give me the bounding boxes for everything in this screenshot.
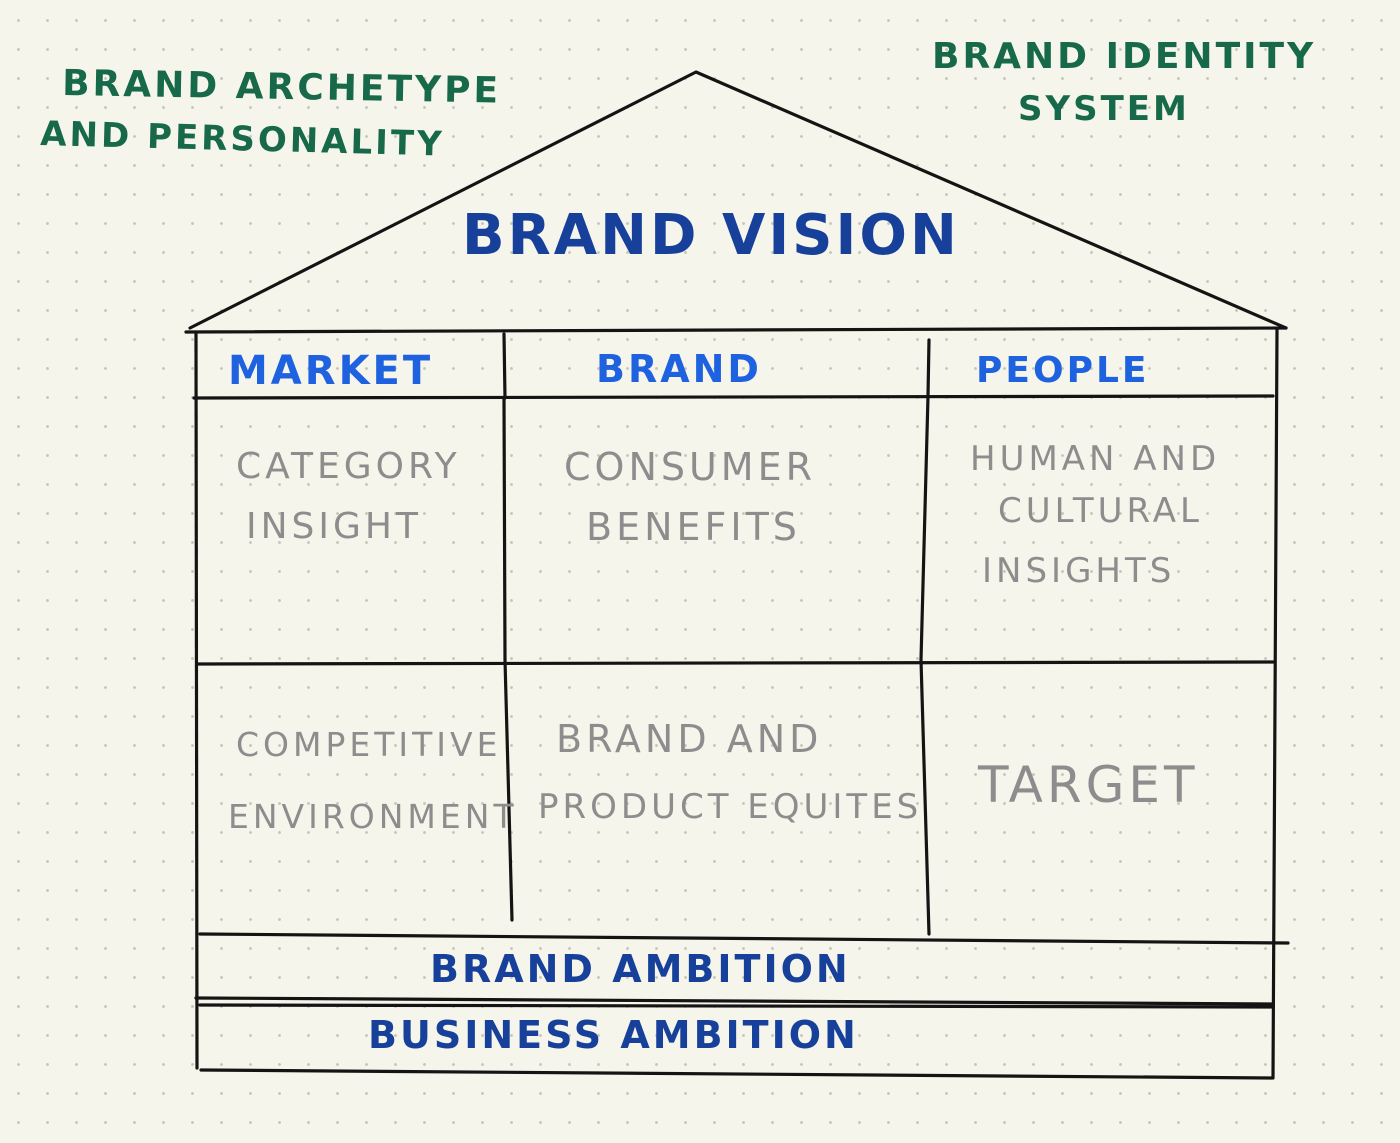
header-column-divider-2: [926, 338, 931, 398]
cell-text-line: INSIGHTS: [982, 551, 1175, 591]
roof-outline: [188, 70, 1288, 330]
header-row-divider: [192, 394, 1275, 400]
cell-text-line: PRODUCT EQUITES: [538, 787, 922, 827]
house-frame: [184, 326, 1290, 1080]
cell-text-line: CULTURAL: [998, 491, 1203, 531]
brand-archetype-annotation: BRAND ARCHETYPE AND PERSONALITY: [40, 63, 502, 165]
header-column-divider-1: [502, 332, 507, 400]
column-header-people: PEOPLE: [976, 350, 1150, 391]
roof-base-line: [184, 326, 1288, 334]
cell-text-line: BRAND AND: [556, 717, 822, 761]
cell-brand-product-equites: BRAND AND PRODUCT EQUITES: [538, 717, 922, 827]
cell-text-line: INSIGHT: [246, 506, 422, 547]
annotation-left-line1: BRAND ARCHETYPE: [62, 63, 502, 112]
cell-text-line: HUMAN AND: [970, 439, 1220, 479]
annotation-left-line2: AND PERSONALITY: [40, 114, 445, 165]
column-divider-1: [502, 396, 514, 922]
cell-target: TARGET: [977, 756, 1198, 814]
column-divider-2: [919, 394, 931, 936]
column-header-market: MARKET: [228, 348, 433, 394]
middle-row-divider: [196, 660, 1275, 666]
annotation-right-line1: BRAND IDENTITY: [932, 36, 1316, 77]
annotation-right-line2: SYSTEM: [1018, 89, 1190, 129]
cell-text-line: BENEFITS: [586, 505, 801, 549]
cell-text-line: CONSUMER: [564, 445, 816, 489]
cell-competitive-environment: COMPETITIVE ENVIRONMENT: [228, 725, 518, 836]
cell-human-cultural-insights: HUMAN AND CULTURAL INSIGHTS: [970, 439, 1220, 591]
business-ambition-top-line: [198, 1003, 1273, 1009]
cell-text-line: COMPETITIVE: [236, 725, 501, 764]
cell-text-line: TARGET: [977, 756, 1198, 814]
brand-ambition-label: BRAND AMBITION: [430, 947, 851, 991]
cell-category-insight: CATEGORY INSIGHT: [236, 446, 461, 547]
brand-vision-title: BRAND VISION: [462, 203, 960, 268]
left-wall: [194, 331, 199, 1070]
column-header-brand: BRAND: [596, 347, 762, 391]
brand-identity-annotation: BRAND IDENTITY SYSTEM: [932, 36, 1316, 129]
brand-ambition-bottom-line: [194, 996, 1275, 1006]
business-ambition-label: BUSINESS AMBITION: [368, 1013, 859, 1057]
cell-text-line: CATEGORY: [236, 446, 461, 487]
brand-ambition-top-line: [198, 932, 1290, 945]
cell-consumer-benefits: CONSUMER BENEFITS: [564, 445, 816, 549]
foundation-bottom-line: [199, 1068, 1274, 1080]
cell-text-line: ENVIRONMENT: [228, 797, 518, 836]
right-wall: [1271, 328, 1279, 1080]
